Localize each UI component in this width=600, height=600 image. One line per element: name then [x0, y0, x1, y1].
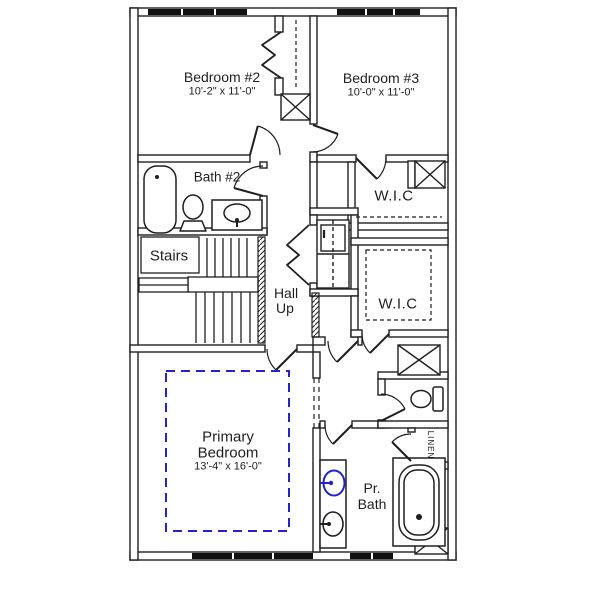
stairs-symbol	[138, 236, 266, 344]
hall-label-line2: Up	[276, 300, 294, 316]
bifold-doors	[261, 31, 310, 286]
cased-opening-dashed	[313, 378, 320, 428]
wic-lower-label: W.I.C	[378, 295, 418, 313]
washer-dryer-stack-icon	[316, 219, 350, 289]
closet-rod-shelf-lines	[295, 20, 442, 321]
bath2-toilet-icon	[179, 194, 207, 232]
linen-label: LINEN	[426, 430, 435, 460]
prbath-garden-tub-icon	[392, 457, 446, 547]
water-closet-toilet-icon	[410, 386, 444, 412]
windows	[148, 9, 420, 559]
prbath-sink-selected-icon[interactable]	[320, 469, 346, 497]
wic-upper-label: W.I.C	[374, 187, 414, 205]
door-swings	[233, 124, 412, 462]
bedroom2-label: Bedroom #2	[183, 69, 261, 85]
primary-bedroom-label-line1: Primary	[202, 428, 254, 446]
stairs-label: Stairs	[149, 247, 189, 265]
bath2-bathtub-icon	[143, 165, 177, 234]
hall-label-line1: Hall	[273, 285, 299, 301]
primary-bedroom-selection-zone[interactable]	[165, 370, 290, 532]
primary-bedroom-dimensions: 13'-4" x 16'-0"	[194, 460, 262, 473]
primary-bedroom-label-line2: Bedroom	[197, 444, 259, 462]
pr-bath-label-line2: Bath	[357, 496, 387, 512]
hatched-wall-segment	[311, 292, 320, 338]
pr-bath-label-line1: Pr.	[363, 480, 381, 496]
bedroom3-dimensions: 10'-0" x 11'-0"	[347, 86, 415, 99]
bath2-vanity-sink-icon	[211, 199, 263, 231]
bedroom3-label: Bedroom #3	[342, 70, 420, 86]
prbath-sink-icon	[320, 511, 344, 537]
bath2-label: Bath #2	[193, 169, 241, 185]
bedroom2-dimensions: 10'-2" x 11'-0"	[188, 85, 256, 98]
